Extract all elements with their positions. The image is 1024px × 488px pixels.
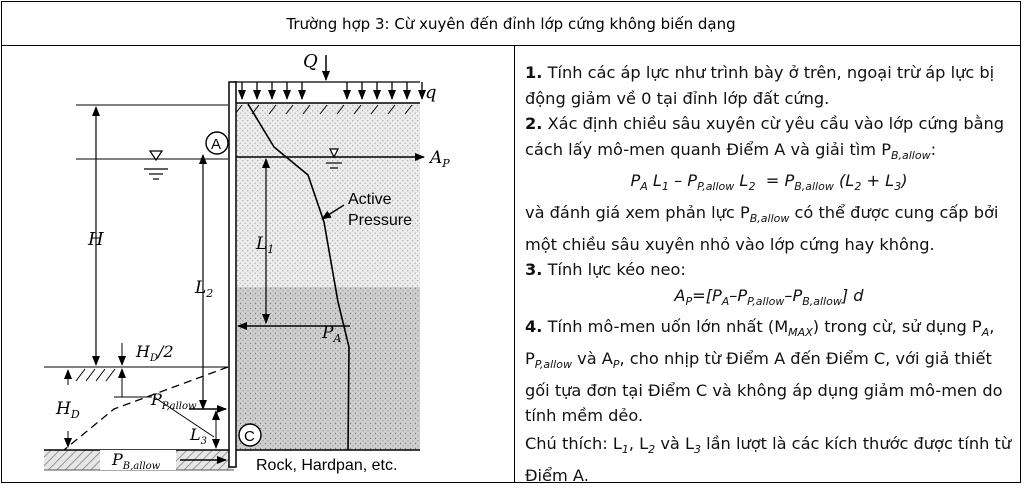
point-load-label: Q [303, 51, 318, 72]
surcharge-arrows [238, 82, 426, 100]
note: Chú thích: L1, L2 và L3 lần lượt là các … [525, 433, 1012, 485]
step-4: 4. Tính mô-men uốn lớn nhất (MMAX) trong… [525, 317, 1003, 426]
active-pressure-label-1: Active [348, 191, 392, 208]
retained-soil-upper [234, 103, 420, 287]
dimension-hd-label: HD [55, 399, 80, 421]
column-divider [514, 46, 515, 483]
procedure-text: 1. Tính các áp lực như trình bày ở trên,… [525, 60, 1013, 488]
step-3: 3. Tính lực kéo neo: [525, 260, 686, 280]
step-2: 2. Xác định chiều sâu xuyên cừ yêu cầu v… [525, 114, 1005, 162]
retained-soil-lower [234, 287, 420, 450]
dimension-h-label: H [87, 229, 104, 250]
rock-layer-label: Rock, Hardpan, etc. [256, 457, 397, 474]
dimension-hd2-label: HD/2 [135, 342, 174, 364]
active-pressure-pointer [321, 204, 345, 220]
figure-title: Trường hợp 3: Cừ xuyên đến đỉnh lớp cứng… [2, 2, 1020, 46]
active-pressure-line [247, 103, 350, 451]
step-2b: và đánh giá xem phản lực PB,allow có thể… [525, 202, 999, 254]
sheet-pile-diagram: Q q AP Active Pressure A [44, 51, 450, 477]
equation-1: PA L1 – PP,allow L2 = PB,allow (L2 + L3) [630, 171, 908, 194]
water-table-left-icon [144, 150, 168, 180]
sheet-pile [228, 81, 237, 468]
dimension-l1-label: L1 [255, 234, 274, 256]
pp-allow-force-label: PP,allow [150, 390, 197, 412]
pb-allow-force-label: PB,allow [111, 450, 161, 472]
step-1: 1. Tính các áp lực như trình bày ở trên,… [525, 63, 995, 108]
point-a-label: A [211, 136, 221, 153]
dimension-l3-label: L3 [189, 425, 207, 447]
water-table-right-icon [326, 148, 342, 169]
point-a-marker [205, 131, 229, 155]
surcharge-label: q [425, 82, 437, 103]
active-pressure-label-2: Pressure [348, 212, 412, 229]
anchor-force-label: AP [428, 148, 450, 170]
point-c-marker [238, 423, 262, 447]
dimension-l2-label: L2 [194, 278, 213, 300]
pa-force-label: PA [321, 323, 341, 345]
passive-pressure-line [63, 366, 229, 451]
equation-2: AP=[PA–PP,allow–PB,allow] d [674, 285, 864, 308]
point-c-label: C [244, 428, 255, 445]
